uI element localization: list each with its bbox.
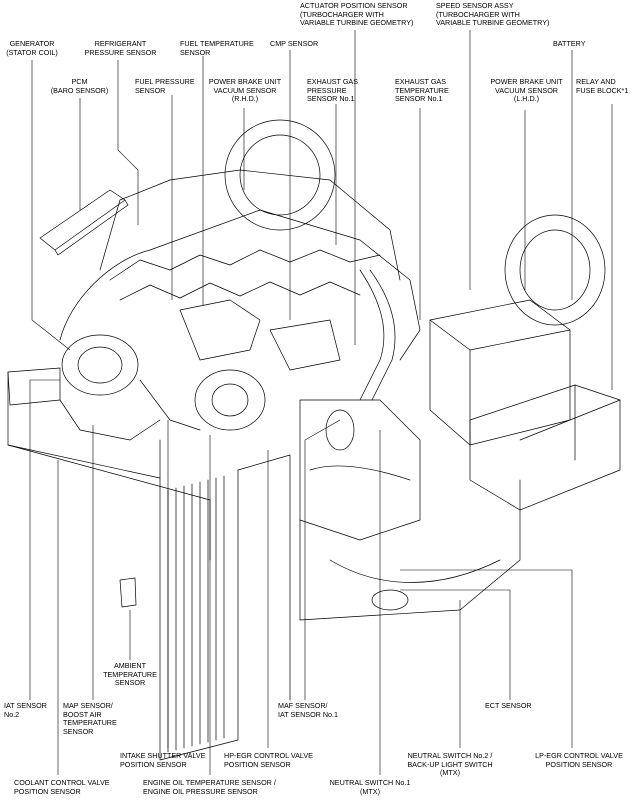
- label-ect-sensor: ECT SENSOR: [485, 701, 532, 710]
- label-ambient-temperature-sensor: AMBIENT TEMPERATURE SENSOR: [103, 661, 157, 688]
- label-fuel-temperature-sensor: FUEL TEMPERATURE SENSOR: [180, 39, 254, 57]
- label-actuator-position-sensor: ACTUATOR POSITION SENSOR (TURBOCHARGER W…: [300, 1, 414, 28]
- label-battery: BATTERY: [553, 39, 586, 48]
- label-neutral-switch-no1: NEUTRAL SWITCH No.1 (MTX): [329, 778, 411, 796]
- label-engine-oil-temperature-sensor: ENGINE OIL TEMPERATURE SENSOR / ENGINE O…: [143, 778, 276, 796]
- label-exhaust-gas-temperature-sensor: EXHAUST GAS TEMPERATURE SENSOR No.1: [395, 77, 449, 104]
- label-coolant-control-valve-position-sensor: COOLANT CONTROL VALVE POSITION SENSOR: [14, 778, 110, 796]
- label-hp-egr-control-valve-position-sensor: HP-EGR CONTROL VALVE POSITION SENSOR: [224, 751, 313, 769]
- label-cmp-sensor: CMP SENSOR: [270, 39, 319, 48]
- label-intake-shutter-valve-position-sensor: INTAKE SHUTTER VALVE POSITION SENSOR: [120, 751, 206, 769]
- label-lp-egr-control-valve-position-sensor: LP-EGR CONTROL VALVE POSITION SENSOR: [535, 751, 623, 769]
- label-pcm: PCM (BARO SENSOR): [50, 77, 109, 95]
- label-generator: GENERATOR (STATOR COIL): [6, 39, 58, 57]
- label-power-brake-unit-vacuum-sensor-rhd: POWER BRAKE UNIT VACUUM SENSOR (R.H.D.): [208, 77, 282, 104]
- label-map-sensor: MAP SENSOR/ BOOST AIR TEMPERATURE SENSOR: [63, 701, 117, 736]
- engine-drawing: [7, 119, 621, 761]
- label-neutral-switch-no2: NEUTRAL SWITCH No.2 / BACK-UP LIGHT SWIT…: [407, 751, 493, 778]
- label-maf-sensor: MAF SENSOR/ IAT SENSOR No.1: [278, 701, 339, 719]
- label-speed-sensor-assy: SPEED SENSOR ASSY (TURBOCHARGER WITH VAR…: [436, 1, 550, 28]
- leader-lines: [29, 30, 613, 775]
- label-refrigerant-pressure-sensor: REFRIGERANT PRESSURE SENSOR: [84, 39, 157, 57]
- label-power-brake-unit-vacuum-sensor-lhd: POWER BRAKE UNIT VACUUM SENSOR (L.H.D.): [490, 77, 563, 104]
- label-fuel-pressure-sensor: FUEL PRESSURE SENSOR: [135, 77, 195, 95]
- label-iat-sensor-no2: IAT SENSOR No.2: [4, 701, 47, 719]
- label-exhaust-gas-pressure-sensor: EXHAUST GAS PRESSURE SENSOR No.1: [307, 77, 358, 104]
- label-relay-and-fuse-block: RELAY AND FUSE BLOCK*1: [576, 77, 629, 95]
